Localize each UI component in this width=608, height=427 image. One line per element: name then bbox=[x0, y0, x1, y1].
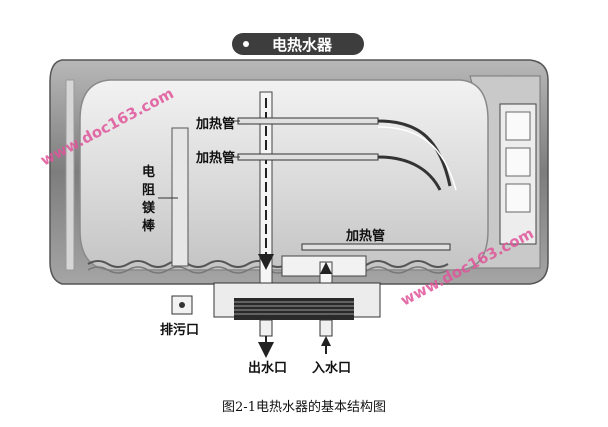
heater-tube-1 bbox=[237, 117, 379, 125]
label-rod-char-2: 阻 bbox=[142, 183, 155, 198]
label-heater-tube-3: 加热管 bbox=[345, 228, 385, 244]
control-slot-2 bbox=[505, 147, 531, 177]
control-slot-1 bbox=[505, 111, 531, 141]
title-pill bbox=[232, 33, 364, 55]
inlet-stub bbox=[319, 319, 333, 337]
heater-wires bbox=[377, 119, 452, 187]
label-inlet: 入水口 bbox=[312, 360, 351, 376]
heater-tube-3 bbox=[301, 243, 451, 251]
water-heater-diagram: 电热水器 加热管 加热 bbox=[37, 33, 549, 376]
label-drain: 排污口 bbox=[160, 322, 199, 338]
label-heater-tube-2: 加热管 bbox=[195, 150, 235, 166]
heater-wires-3 bbox=[377, 126, 457, 191]
label-rod-char-4: 棒 bbox=[142, 218, 156, 234]
magnesium-rod bbox=[171, 127, 189, 267]
heater-tube-2 bbox=[237, 153, 379, 161]
label-outlet: 出水口 bbox=[248, 360, 287, 376]
insulation-strip bbox=[65, 79, 75, 271]
title-text: 电热水器 bbox=[272, 36, 333, 54]
control-slot-3 bbox=[505, 183, 531, 213]
label-rod-char-3: 镁 bbox=[142, 200, 156, 216]
flange-coil bbox=[234, 298, 354, 320]
label-rod-char-1: 电 bbox=[142, 164, 155, 180]
label-heater-tube-1: 加热管 bbox=[195, 116, 235, 132]
drain-knob bbox=[179, 302, 185, 308]
title-bullet bbox=[243, 41, 249, 47]
flow-arrow-up bbox=[320, 262, 332, 274]
heater-wires-2 bbox=[377, 155, 442, 191]
inlet-arrow bbox=[321, 336, 331, 346]
figure-caption: 图2-1电热水器的基本结构图 bbox=[222, 400, 386, 415]
coil-stripes bbox=[234, 301, 354, 315]
outlet-stub bbox=[259, 319, 273, 337]
